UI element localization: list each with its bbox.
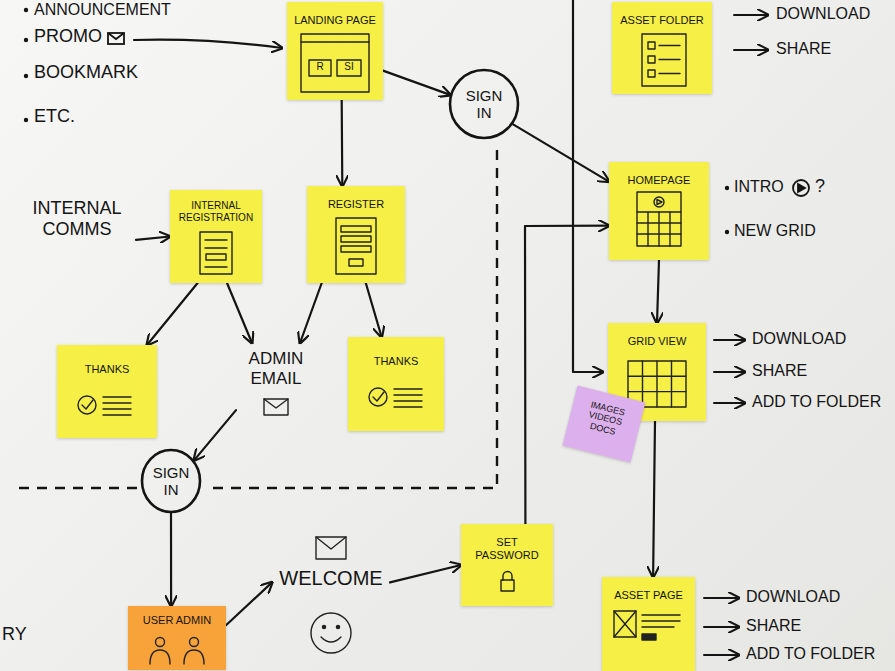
text-holder: LANDING PAGE <box>291 2 379 27</box>
text-node: ADMIN EMAIL <box>236 343 316 429</box>
board-label: ETC. <box>34 106 75 127</box>
board-label: DOWNLOAD <box>746 588 840 606</box>
node-text: GRID VIEW <box>612 335 702 348</box>
boundary-dashed-line <box>12 150 497 488</box>
sticky-note: THANKS <box>348 337 444 431</box>
text-node: WELCOME <box>272 533 390 663</box>
node-text: INTERNAL REGISTRATION <box>174 200 258 223</box>
text-holder: SIGN IN <box>448 68 520 140</box>
board-label: SHARE <box>752 362 807 380</box>
flow-arrow <box>513 124 609 182</box>
text-holder: REGISTER <box>311 186 401 211</box>
flow-line <box>573 0 603 372</box>
text-holder: ADMIN EMAIL <box>240 343 312 388</box>
node-text: WELCOME <box>276 567 386 590</box>
node-text: SET PASSWORD <box>465 536 549 561</box>
text-holder: SET PASSWORD <box>465 524 549 561</box>
text-holder: SIGN IN <box>462 87 506 122</box>
text-holder: WELCOME <box>276 533 386 590</box>
promo-envelope <box>108 33 124 44</box>
board-label: ? <box>815 176 825 197</box>
flow-arrow <box>147 283 198 345</box>
board-label: DOWNLOAD <box>752 330 846 348</box>
flow-arrow <box>657 260 659 323</box>
sticky-note: HOMEPAGE <box>609 162 709 260</box>
flow-arrow <box>366 283 382 337</box>
node-text: ADMIN EMAIL <box>240 349 312 388</box>
node-text: LANDING PAGE <box>291 14 379 27</box>
flow-arrow <box>300 283 322 343</box>
board-label: R <box>309 61 331 73</box>
flow-arrow <box>136 237 170 240</box>
node-text: ASSET PAGE <box>606 589 691 602</box>
board-label: ADD TO FOLDER <box>746 645 875 663</box>
sticky-note: SET PASSWORD <box>461 524 553 606</box>
text-holder: SIGN IN <box>151 464 191 499</box>
sign-in-circle: SIGN IN <box>448 68 520 140</box>
node-text: THANKS <box>352 355 440 368</box>
node-text: IMAGES VIDEOS DOCS <box>577 398 633 440</box>
board-label: SHARE <box>746 617 801 635</box>
sticky-note: THANKS <box>57 345 157 438</box>
node-text: INTERNAL COMMS <box>21 198 133 239</box>
play-icon <box>793 180 809 196</box>
board-label: BOOKMARK <box>34 62 138 83</box>
sketch-icon <box>348 337 444 431</box>
board-label: NEW GRID <box>734 222 816 240</box>
flow-arrow <box>170 513 172 606</box>
text-holder: USER ADMIN <box>132 606 222 627</box>
sticky-note: USER ADMIN <box>128 606 226 670</box>
text-holder: GRID VIEW <box>612 323 702 348</box>
node-text: HOMEPAGE <box>613 174 705 187</box>
text-holder: THANKS <box>61 345 153 376</box>
text-holder: INTERNAL REGISTRATION <box>174 190 258 223</box>
node-text: USER ADMIN <box>132 614 222 627</box>
flow-arrow <box>194 410 236 460</box>
sticky-note: ASSET PAGE <box>602 577 695 671</box>
board-label: PROMO <box>34 26 102 47</box>
flow-arrow <box>341 100 344 186</box>
board-label: INTRO <box>734 178 784 196</box>
board-label: SHARE <box>776 40 831 58</box>
text-holder: SIGN IN <box>140 448 202 514</box>
sticky-note: REGISTER <box>307 186 405 283</box>
sign-in-circle: SIGN IN <box>140 448 202 514</box>
sketch-icon <box>272 533 390 663</box>
node-text: REGISTER <box>311 198 401 211</box>
flow-arrow <box>525 226 609 524</box>
flow-arrow <box>390 565 461 582</box>
flow-arrow <box>383 71 450 95</box>
text-holder: THANKS <box>352 337 440 368</box>
board-label: ADD TO FOLDER <box>752 393 881 411</box>
node-text: ASSET FOLDER <box>616 14 708 27</box>
node-text: THANKS <box>61 363 153 376</box>
board-label: SI <box>337 61 361 73</box>
node-text: SIGN IN <box>462 87 506 122</box>
text-node: INTERNAL COMMS <box>18 198 136 256</box>
board-label: RY <box>2 624 27 645</box>
text-holder: ASSET PAGE <box>606 577 691 602</box>
flow-arrow <box>227 283 252 343</box>
board-label: ANNOUNCEMENT <box>34 1 171 19</box>
board-label: DOWNLOAD <box>776 5 870 23</box>
flow-arrow <box>226 582 272 625</box>
text-holder: ASSET FOLDER <box>616 2 708 27</box>
sticky-note: INTERNAL REGISTRATION <box>170 190 262 283</box>
promo-arrow <box>134 40 282 48</box>
sticky-note: ASSET FOLDER <box>612 2 712 94</box>
sticky-note: LANDING PAGE <box>287 2 383 100</box>
flow-arrow <box>653 421 655 577</box>
sketch-icon <box>57 345 157 438</box>
text-holder: INTERNAL COMMS <box>21 198 133 239</box>
node-text: SIGN IN <box>151 464 191 499</box>
text-holder: HOMEPAGE <box>613 162 705 187</box>
